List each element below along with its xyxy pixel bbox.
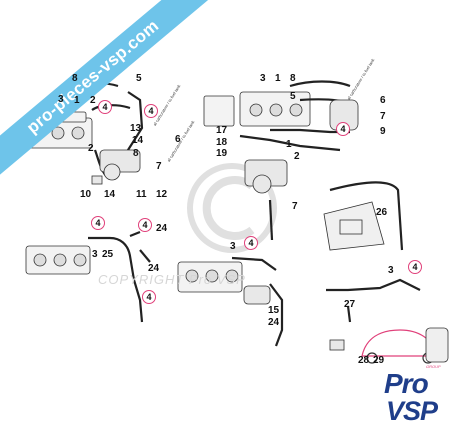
part-label: 1	[286, 139, 292, 150]
part-label: 18	[216, 137, 228, 148]
part-label: 8	[72, 73, 78, 84]
part-label: 1	[74, 95, 80, 106]
part-label: 2	[88, 143, 94, 154]
part-label: 7	[380, 111, 386, 122]
fuel-tank-bottom-right	[425, 327, 449, 363]
part-label: 14	[132, 135, 144, 146]
part-label: 2	[294, 151, 300, 162]
part-label: 15	[268, 305, 280, 316]
part-label: 2	[90, 95, 96, 106]
part-label: 5	[290, 91, 296, 102]
part-label: 28	[358, 355, 370, 366]
part-label: 11	[136, 189, 147, 200]
engine-block-bottom-middle	[177, 261, 243, 293]
fuel-tank-right	[323, 201, 385, 251]
logo-line-2: VSP	[386, 396, 438, 426]
part-label: 8	[133, 148, 139, 159]
part-label: 7	[292, 201, 298, 212]
fuel-pump-top-left	[91, 149, 141, 185]
highlighted-part-label: 4	[144, 104, 158, 118]
fuel-hose-bottom-right	[326, 278, 421, 323]
copyright-watermark-text: COPYRIGHT Pro VSP	[98, 272, 246, 287]
part-label: 29	[373, 355, 385, 366]
logo-group-text: GROUP	[426, 364, 441, 369]
engine-block-top-right	[203, 91, 311, 127]
part-label: 3	[388, 265, 394, 276]
part-label: 6	[175, 134, 181, 145]
part-label: 12	[156, 189, 168, 200]
part-label: 5	[136, 73, 142, 84]
pro-vsp-logo[interactable]: GROUP Pro VSP	[380, 360, 450, 430]
part-label: 13	[130, 123, 142, 134]
part-label: 7	[156, 161, 162, 172]
engine-block-bottom-left	[25, 245, 91, 275]
part-label: 3	[230, 241, 236, 252]
highlighted-part-label: 4	[91, 216, 105, 230]
logo-line-1: Pro	[384, 368, 429, 399]
fuel-hose-bottom-middle	[231, 256, 284, 347]
highlighted-part-label: 4	[244, 236, 258, 250]
highlighted-part-label: 4	[142, 290, 156, 304]
part-label: 3	[260, 73, 266, 84]
part-label: 19	[216, 148, 228, 159]
highlighted-part-label: 4	[336, 122, 350, 136]
fuel-pump-top-right	[244, 99, 359, 194]
highlighted-part-label: 4	[138, 218, 152, 232]
part-label: 14	[104, 189, 116, 200]
part-label: 8	[290, 73, 296, 84]
part-label: 24	[148, 263, 160, 274]
part-label: 3	[92, 249, 98, 260]
part-label: 10	[80, 189, 92, 200]
part-label: 27	[344, 299, 356, 310]
part-label: 24	[156, 223, 168, 234]
copyright-watermark-icon	[187, 163, 277, 253]
part-label: 17	[216, 125, 228, 136]
fuel-hose-bottom-left	[88, 230, 151, 323]
part-label: 9	[380, 126, 386, 137]
highlighted-part-label: 4	[98, 100, 112, 114]
highlighted-part-label: 4	[408, 260, 422, 274]
part-label: 1	[275, 73, 281, 84]
part-label: 24	[268, 317, 280, 328]
part-label: 3	[58, 94, 64, 105]
part-label: 26	[376, 207, 388, 218]
fuel-pump-bottom-middle	[243, 285, 271, 305]
connector-clip-bottom-right	[329, 339, 345, 351]
part-label: 6	[380, 95, 386, 106]
part-label: 25	[102, 249, 114, 260]
